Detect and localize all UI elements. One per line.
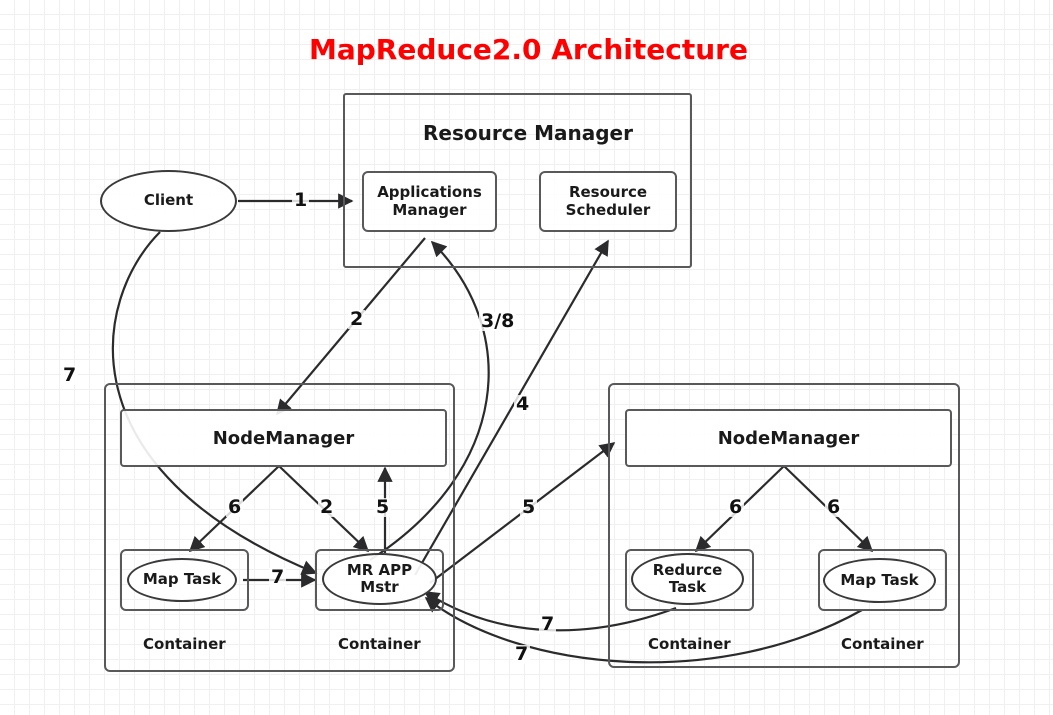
redurce-task[interactable]: Redurce Task: [631, 553, 744, 605]
edge-label-6-maptask: 6: [825, 496, 843, 518]
map-task-left[interactable]: Map Task: [127, 558, 237, 602]
map-task-left-label: Map Task: [142, 570, 222, 589]
node-manager-right-label: NodeManager: [717, 427, 860, 449]
client-label: Client: [143, 191, 194, 210]
edge-label-7-maptask-right: 7: [513, 643, 531, 665]
resource-scheduler-label-line1: Resource: [568, 183, 648, 202]
applications-manager-label-line2: Manager: [392, 200, 467, 219]
node-manager-left-box: [104, 383, 455, 672]
mr-app-mstr[interactable]: MR APP Mstr: [322, 553, 437, 605]
resource-manager-title: Resource Manager: [423, 121, 633, 145]
mr-app-mstr-label-line2: Mstr: [360, 578, 399, 596]
edge-label-5-left: 5: [374, 496, 392, 518]
edge-label-3-8: 3/8: [479, 310, 517, 332]
map-task-right[interactable]: Map Task: [823, 558, 936, 603]
mr-app-mstr-label-line1: MR APP: [346, 560, 413, 579]
edge-label-2-nodemanager: 2: [348, 308, 366, 330]
edge-label-7-maptask-left: 7: [269, 566, 287, 588]
container-left-2-caption: Container: [338, 635, 421, 653]
edge-label-2-mrapp: 2: [318, 496, 336, 518]
edge-label-6-left: 6: [226, 496, 244, 518]
node-manager-right-box: [608, 383, 960, 668]
edge-label-7-client: 7: [61, 364, 79, 386]
container-right-1-caption: Container: [648, 635, 731, 653]
applications-manager-box[interactable]: Applications Manager: [362, 171, 497, 232]
container-left-2: [315, 549, 444, 611]
resource-scheduler-label-line2: Scheduler: [565, 200, 651, 219]
container-left-1-caption: Container: [143, 635, 226, 653]
container-right-2-caption: Container: [841, 635, 924, 653]
node-manager-left-bar[interactable]: NodeManager: [120, 409, 447, 467]
page-title: MapReduce2.0 Architecture: [309, 33, 748, 66]
resource-scheduler-box[interactable]: Resource Scheduler: [539, 171, 677, 232]
resource-manager-box: [343, 93, 692, 268]
applications-manager-label-line1: Applications: [377, 183, 482, 202]
redurce-task-label-line2: Task: [668, 578, 707, 596]
edge-label-5-right: 5: [520, 496, 538, 518]
client-node[interactable]: Client: [100, 170, 237, 232]
edge-label-7-redurce: 7: [539, 613, 557, 635]
container-left-1: [120, 549, 249, 611]
map-task-right-label: Map Task: [840, 570, 919, 589]
edge-label-1: 1: [292, 189, 310, 211]
node-manager-right-bar[interactable]: NodeManager: [625, 409, 952, 467]
edge-label-4: 4: [514, 393, 532, 415]
redurce-task-label-line1: Redurce: [652, 560, 723, 579]
edge-label-6-redurce: 6: [727, 496, 745, 518]
container-right-2: [818, 549, 947, 611]
container-right-1: [625, 549, 754, 611]
node-manager-left-label: NodeManager: [212, 427, 355, 449]
